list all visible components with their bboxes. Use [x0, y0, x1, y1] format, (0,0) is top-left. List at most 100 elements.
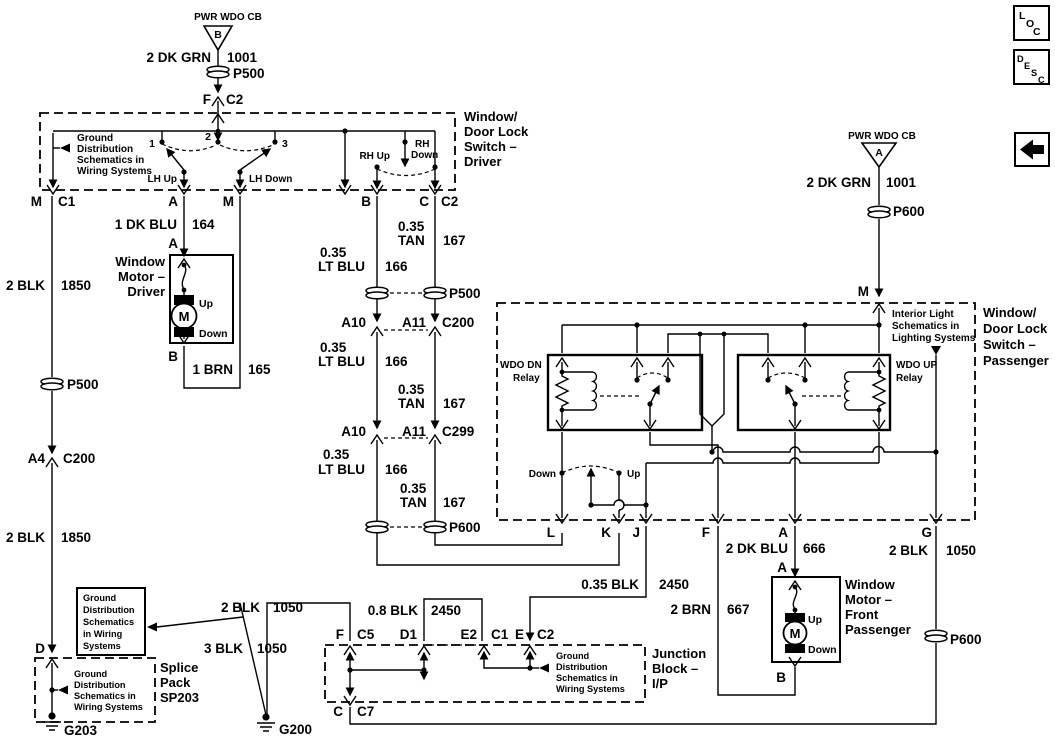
svg-text:Up: Up [199, 298, 213, 310]
grommet-p500 [206, 65, 230, 79]
svg-text:3: 3 [282, 138, 288, 150]
svg-text:1001: 1001 [227, 50, 258, 65]
breaker-label: PWR WDO CB [194, 12, 262, 23]
svg-text:164: 164 [192, 217, 215, 232]
svg-text:Block –: Block – [652, 661, 698, 676]
svg-text:Distribution: Distribution [556, 662, 608, 672]
right-ground-run: 2 BLK 1050 P600 [349, 526, 982, 725]
ground-label: G203 [64, 723, 98, 738]
grommet-label: P500 [449, 286, 481, 301]
svg-text:Distribution: Distribution [74, 680, 126, 690]
switch-position-label: Up [627, 469, 640, 480]
grommet-p500 [365, 286, 389, 300]
svg-text:Schematics in: Schematics in [556, 673, 618, 683]
breaker-symbol [860, 142, 898, 169]
pin-label: B [776, 670, 786, 685]
box-title: Junction [652, 646, 706, 661]
svg-text:0.8 BLK: 0.8 BLK [368, 603, 419, 618]
switch-position-label: LH Up [148, 174, 177, 185]
svg-text:1001: 1001 [886, 175, 917, 190]
resistor-symbol [554, 372, 570, 410]
svg-text:1050: 1050 [257, 641, 287, 656]
svg-text:0.35: 0.35 [320, 340, 347, 355]
cell-reference-arrow [147, 622, 157, 632]
pin-label: K [601, 525, 611, 540]
desc-button[interactable]: D E S C [1013, 49, 1050, 85]
svg-text:Driver: Driver [127, 284, 165, 299]
loc-letter: C [1033, 26, 1041, 38]
connector-label: C1 [491, 627, 509, 642]
svg-text:166: 166 [385, 354, 408, 369]
grommet-p600 [924, 629, 948, 643]
pin-label: B [168, 349, 178, 364]
pin-label: M [31, 194, 42, 209]
switch-position-label: RH Up [359, 151, 390, 162]
svg-text:Down: Down [808, 644, 837, 656]
splice-pack-title: Splice [160, 660, 198, 675]
driver-feed-wire: 2 DK GRN 1001 P500 F C2 [146, 50, 265, 142]
circuit-breaker-driver: PWR WDO CB B [194, 12, 262, 52]
svg-text:Schematics in: Schematics in [74, 691, 136, 701]
svg-text:Wiring Systems: Wiring Systems [77, 166, 152, 177]
pin-label: C [419, 194, 429, 209]
svg-text:1050: 1050 [946, 543, 976, 558]
svg-text:0.35: 0.35 [398, 219, 425, 234]
coil-symbol [590, 371, 598, 411]
pin-label: A10 [341, 424, 366, 439]
svg-text:1850: 1850 [61, 278, 91, 293]
svg-text:Relay: Relay [513, 373, 540, 384]
svg-text:2 DK GRN: 2 DK GRN [806, 175, 871, 190]
svg-text:0.35 BLK: 0.35 BLK [581, 577, 639, 592]
box-title: Window/ [983, 305, 1037, 320]
grommet-label: P600 [893, 204, 925, 219]
svg-text:Schematics in: Schematics in [892, 321, 959, 332]
ground-g203 [42, 711, 62, 731]
pin-label: L [547, 525, 555, 540]
connector-label: C5 [357, 627, 375, 642]
svg-text:Interior Light: Interior Light [892, 309, 954, 320]
grommet-p600 [867, 205, 891, 219]
passenger-feed-wire: 2 DK GRN 1001 P600 M [806, 167, 925, 325]
grommet-p500 [40, 377, 64, 391]
pin-label: D1 [400, 627, 418, 642]
svg-text:2 BRN: 2 BRN [670, 602, 711, 617]
grommet-label: P500 [233, 66, 265, 81]
svg-text:0.35: 0.35 [323, 447, 350, 462]
svg-text:Distribution: Distribution [77, 144, 133, 155]
cell-reference-arrow [60, 143, 70, 153]
svg-text:667: 667 [727, 602, 750, 617]
connector-label: C2 [537, 627, 554, 642]
svg-text:Passenger: Passenger [983, 353, 1049, 368]
ground-distribution-box: Ground Distribution Schematics in Wiring… [76, 587, 244, 656]
svg-text:Front: Front [845, 607, 879, 622]
svg-text:LT BLU: LT BLU [318, 354, 365, 369]
wdo-dn-relay: WDO DN Relay [500, 353, 704, 432]
svg-text:Motor –: Motor – [118, 269, 165, 284]
svg-text:2 BLK: 2 BLK [6, 530, 45, 545]
svg-text:Pack: Pack [160, 675, 191, 690]
svg-text:Ground: Ground [77, 133, 113, 144]
svg-text:Switch –: Switch – [464, 139, 517, 154]
back-button[interactable] [1014, 132, 1050, 167]
svg-text:2 DK BLU: 2 DK BLU [726, 541, 788, 556]
motor-title: Window [845, 577, 896, 592]
svg-text:Relay: Relay [896, 373, 923, 384]
svg-text:0.35: 0.35 [400, 481, 427, 496]
svg-text:166: 166 [385, 462, 408, 477]
svg-text:I/P: I/P [652, 676, 668, 691]
pin-label: A [168, 194, 178, 209]
svg-text:WDO UP: WDO UP [896, 360, 937, 371]
loc-button[interactable]: L O C [1013, 5, 1050, 41]
svg-text:167: 167 [443, 495, 466, 510]
svg-text:1: 1 [149, 138, 155, 150]
pin-label: A11 [402, 424, 427, 439]
svg-text:Driver: Driver [464, 154, 502, 169]
pin-label: J [632, 525, 640, 540]
desc-letter: E [1024, 61, 1030, 71]
svg-text:Schematics: Schematics [83, 617, 134, 627]
loc-letter: O [1026, 18, 1034, 30]
left-ground-run: 2 BLK 1850 P500 A4 C200 2 BLK 1850 D [6, 196, 99, 656]
svg-text:Systems: Systems [83, 641, 121, 651]
ground-g200 [256, 712, 276, 732]
